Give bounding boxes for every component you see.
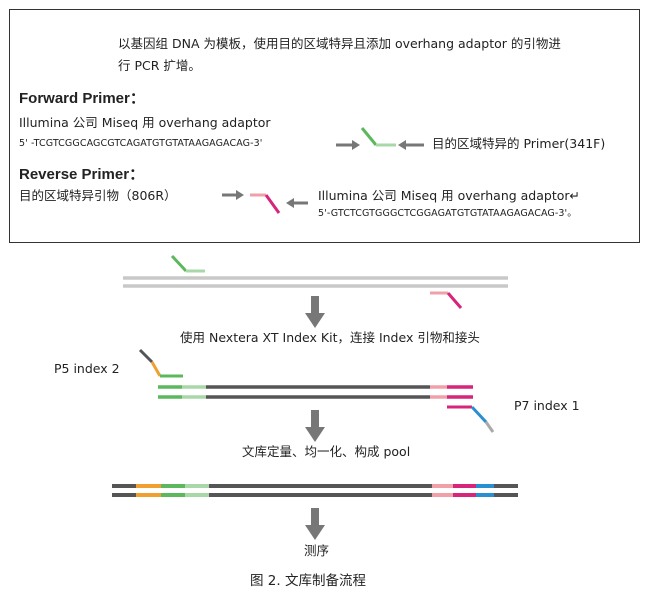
forward-adaptor-label: Illumina 公司 Miseq 用 overhang adaptor xyxy=(19,115,271,130)
reverse-adaptor-segment xyxy=(446,292,463,309)
reverse-adaptor-segment xyxy=(264,194,281,214)
forward-primer-icon xyxy=(336,127,424,150)
pointer-arrowhead-icon xyxy=(352,140,360,150)
forward-adaptor-segment xyxy=(360,127,378,146)
primer-info-box xyxy=(9,9,640,243)
forward-primer-heading: Forward Primer： xyxy=(19,90,145,107)
forward-specific-label: 目的区域特异的 Primer(341F) xyxy=(432,136,606,151)
figure-caption: 图 2. 文库制备流程 xyxy=(250,573,366,589)
pointer-arrowhead-icon xyxy=(236,190,244,200)
p7-adaptor-segment xyxy=(484,421,495,433)
genomic-dna xyxy=(123,254,508,309)
final-library xyxy=(112,484,518,497)
intro-line-1: 以基因组 DNA 为模板，使用目的区域特异且添加 overhang adapto… xyxy=(118,36,561,51)
flow-arrow-icon xyxy=(305,508,325,540)
p7-index-label: P7 index 1 xyxy=(514,398,580,413)
forward-adaptor-segment xyxy=(170,254,188,273)
pointer-arrowhead-icon xyxy=(398,140,406,150)
step2-label: 文库定量、均一化、构成 pool xyxy=(242,444,411,459)
p5-index-segment xyxy=(150,361,162,377)
reverse-primer-heading: Reverse Primer： xyxy=(19,166,145,183)
flow-arrow-icon xyxy=(305,410,325,442)
amplicon-with-index xyxy=(138,348,495,433)
step3-label: 测序 xyxy=(304,543,330,558)
reverse-specific-label: 目的区域特异引物（806R） xyxy=(19,188,177,203)
p7-index-segment xyxy=(470,405,488,424)
p5-index-label: P5 index 2 xyxy=(54,361,120,376)
intro-line-2: 行 PCR 扩增。 xyxy=(118,58,201,73)
reverse-adaptor-sequence: 5'-GTCTCGTGGGCTCGGAGATGTGTATAAGAGACAG-3'… xyxy=(318,208,577,219)
reverse-primer-icon xyxy=(222,190,308,214)
step1-label: 使用 Nextera XT Index Kit，连接 Index 引物和接头 xyxy=(180,330,480,345)
forward-adaptor-sequence: 5' -TCGTCGGCAGCGTCAGATGTGTATAAGAGACAG-3' xyxy=(19,138,263,149)
flow-arrow-icon xyxy=(305,296,325,328)
p5-adaptor-segment xyxy=(138,348,154,364)
pointer-arrowhead-icon xyxy=(286,198,294,208)
reverse-adaptor-label: Illumina 公司 Miseq 用 overhang adaptor↵ xyxy=(318,188,580,203)
